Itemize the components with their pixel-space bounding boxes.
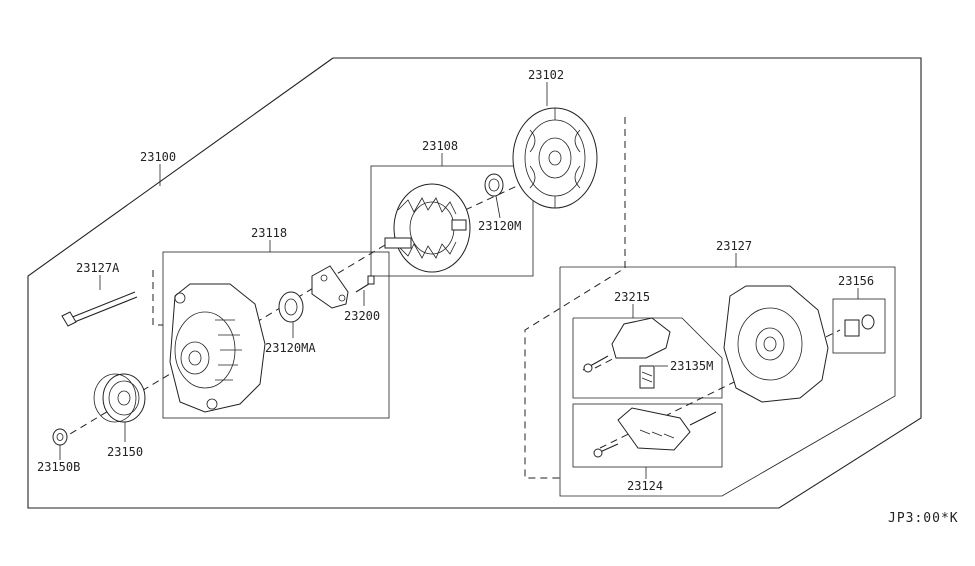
screw-23200: [355, 275, 375, 293]
dashed-guide-left: [152, 270, 163, 326]
label-23108: 23108: [422, 139, 458, 153]
label-23120M: 23120M: [478, 219, 521, 233]
label-23156: 23156: [838, 274, 874, 288]
front-housing-part: [512, 107, 598, 209]
label-23150: 23150: [107, 445, 143, 459]
label-23124: 23124: [627, 479, 663, 493]
dashed-guide-right: [524, 117, 626, 479]
brush-23135M: [639, 365, 655, 389]
label-23118: 23118: [251, 226, 287, 240]
rotor-part: [384, 183, 471, 273]
retainer-plate: [311, 265, 349, 309]
assembly-frame: [27, 57, 922, 509]
bushing-23156: [844, 314, 875, 337]
frame-23124: [572, 403, 723, 468]
leader-23120M: [495, 195, 501, 219]
label-23127: 23127: [716, 239, 752, 253]
label-23215: 23215: [614, 290, 650, 304]
frame-23156: [832, 298, 886, 354]
frame-23127: [559, 266, 896, 497]
label-23135M: 23135M: [670, 359, 713, 373]
frame-23108: [370, 165, 534, 277]
label-23127A: 23127A: [76, 261, 120, 275]
rear-cover-23127: [723, 285, 829, 403]
label-23150B: 23150B: [37, 460, 80, 474]
brush-holder-23215: [582, 317, 671, 373]
pulley-23150: [93, 373, 146, 423]
bearing-23120M: [484, 173, 504, 197]
regulator-23124: [593, 407, 717, 458]
diagram-code: JP3:00*K: [888, 511, 959, 526]
label-23102: 23102: [528, 68, 564, 82]
frame-23215: [572, 317, 723, 399]
frame-23118: [162, 251, 390, 419]
label-23120MA: 23120MA: [265, 341, 316, 355]
bearing-23120MA: [278, 291, 304, 323]
label-23100: 23100: [140, 150, 176, 164]
label-23200: 23200: [344, 309, 380, 323]
rear-housing-part: [169, 283, 266, 413]
nut-23150B: [52, 428, 68, 446]
through-bolt-23127A: [61, 291, 138, 327]
